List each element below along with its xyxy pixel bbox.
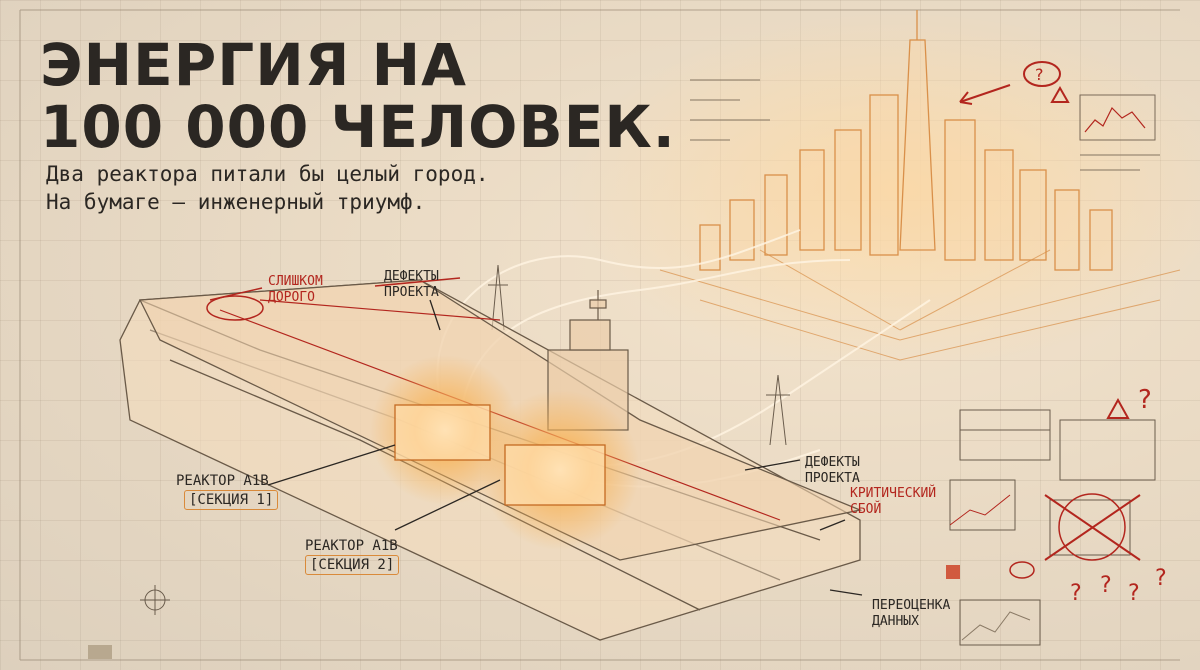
reactor-section-wrap: [СЕКЦИЯ 2] (305, 555, 400, 575)
svg-text:?: ? (1100, 573, 1112, 598)
red-arrow (209, 287, 263, 301)
warning-icons (959, 61, 1130, 419)
technical-sketches (949, 409, 1156, 646)
subtitle-line-1: Два реактора питали бы целый город. (46, 162, 489, 186)
warning-badge-icon (946, 565, 960, 579)
ruler-ticks (19, 9, 1180, 661)
title-line-2: 100 000 ЧЕЛОВЕК. (40, 93, 676, 161)
annotation-line: ПЕРЕОЦЕНКА (872, 598, 951, 613)
city-wireframe (699, 10, 1113, 271)
subtitle: Два реактора питали бы целый город. На б… (46, 160, 489, 216)
crosshair-icon (140, 585, 170, 615)
svg-text:?: ? (1128, 581, 1140, 606)
annotation-line: СЛИШКОМ (268, 274, 323, 289)
annotation-design-defects-top: ДЕФЕКТЫ ПРОЕКТА (384, 269, 439, 301)
annotation-design-defects-right: ДЕФЕКТЫ ПРОЕКТА (805, 455, 860, 487)
question-mark-icon: ? (1138, 385, 1152, 415)
reactor-section: [СЕКЦИЯ 2] (305, 555, 400, 575)
annotation-line: ПРОЕКТА (805, 471, 860, 486)
reactor-blocks (394, 404, 606, 506)
annotation-line: СБОЙ (850, 502, 882, 517)
page-title: ЭНЕРГИЯ НА 100 000 ЧЕЛОВЕК. (40, 34, 676, 158)
reactor-section: [СЕКЦИЯ 1] (184, 490, 279, 510)
svg-text:?: ? (1155, 566, 1167, 591)
question-marks-cluster: ? ? ? ? (1070, 566, 1167, 606)
annotation-too-expensive: СЛИШКОМ ДОРОГО (268, 274, 323, 306)
question-mark-icon: ? (1035, 65, 1044, 84)
reactor-label-2: РЕАКТОР A1B [СЕКЦИЯ 2] (305, 537, 400, 575)
scale-marker (88, 645, 112, 659)
reactor-label-1: РЕАКТОР A1B [СЕКЦИЯ 1] (176, 472, 279, 510)
reactor-name: РЕАКТОР A1B (176, 473, 269, 489)
leader-arrows (267, 299, 863, 596)
annotation-line: ПРОЕКТА (384, 285, 439, 300)
text-lines-top (690, 79, 1160, 171)
annotation-critical-failure: КРИТИЧЕСКИЙ СБОЙ (850, 486, 936, 518)
reactor-section-wrap: [СЕКЦИЯ 1] (176, 490, 279, 510)
annotation-data-reassessment: ПЕРЕОЦЕНКА ДАННЫХ (872, 598, 950, 630)
svg-text:?: ? (1070, 581, 1082, 606)
reactor-name: РЕАКТОР A1B (305, 538, 398, 554)
strikethrough-mark (374, 277, 461, 287)
annotation-line: ДОРОГО (268, 290, 315, 305)
mini-chart-top (1079, 94, 1156, 141)
subtitle-line-2: На бумаге — инженерный триумф. (46, 190, 426, 214)
annotation-line: ДАННЫХ (872, 614, 919, 629)
annotation-line: ДЕФЕКТЫ (384, 269, 439, 284)
annotation-line: КРИТИЧЕСКИЙ (850, 486, 937, 501)
title-line-1: ЭНЕРГИЯ НА (40, 31, 468, 99)
annotation-line: ДЕФЕКТЫ (805, 455, 860, 470)
red-circle-mark (206, 295, 264, 321)
